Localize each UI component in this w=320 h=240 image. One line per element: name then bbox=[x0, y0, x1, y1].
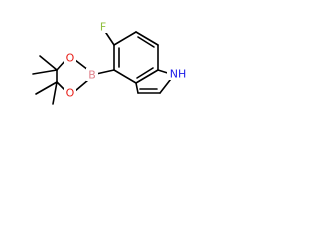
bond bbox=[135, 31, 159, 46]
oxygen-atom-label: O bbox=[66, 52, 75, 65]
atom-labels: F B O O NH bbox=[64, 20, 188, 100]
bond bbox=[95, 69, 115, 75]
bonds bbox=[32, 29, 175, 105]
oxygen-atom-label: O bbox=[66, 87, 75, 100]
bond bbox=[32, 69, 58, 75]
bond bbox=[74, 59, 89, 71]
bond bbox=[52, 81, 58, 105]
structure-diagram: F B O O NH bbox=[0, 0, 211, 146]
boron-atom-label: B bbox=[88, 69, 96, 82]
bond bbox=[35, 81, 58, 95]
nitrogen-atom-label: NH bbox=[170, 68, 187, 81]
bond bbox=[135, 69, 159, 84]
bond bbox=[74, 79, 89, 92]
double-bond bbox=[136, 67, 154, 79]
bond bbox=[113, 69, 137, 84]
double-bond bbox=[137, 36, 155, 48]
bond bbox=[39, 55, 58, 71]
bond bbox=[135, 82, 139, 94]
bond bbox=[113, 31, 137, 46]
molecule-drawing: F B O O NH bbox=[32, 20, 188, 105]
fluorine-atom-label: F bbox=[100, 21, 106, 34]
